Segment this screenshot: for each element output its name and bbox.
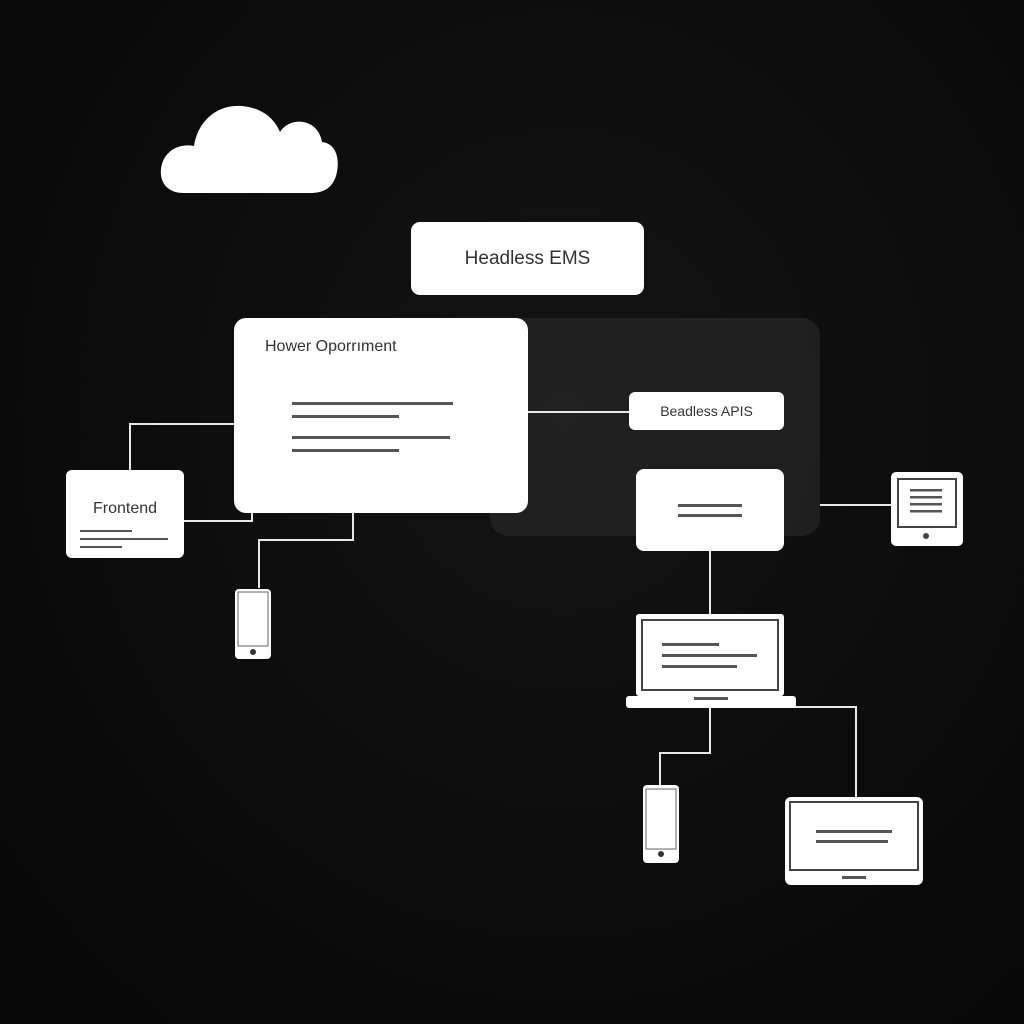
laptop-icon[interactable]: [626, 613, 796, 709]
main-card-title: Hower Oporrıment: [265, 338, 397, 355]
text-line: [80, 546, 122, 548]
connector-main-phone: [258, 513, 354, 588]
headless-apis-label: Beadless APIS: [660, 403, 753, 419]
text-line: [80, 530, 132, 532]
connector-frontend-main: [129, 423, 236, 470]
tablet-icon[interactable]: [890, 471, 964, 547]
frontend-label: Frontend: [92, 500, 158, 517]
text-line: [292, 436, 450, 439]
text-line: [292, 449, 399, 452]
main-card[interactable]: Hower Oporrıment: [234, 318, 528, 513]
connector-laptop-monitor: [780, 706, 857, 797]
frontend-box[interactable]: Frontend: [66, 470, 184, 558]
text-line: [678, 504, 742, 507]
cloud-icon: [160, 105, 338, 193]
smartphone-icon[interactable]: [234, 588, 272, 660]
text-line: [292, 402, 453, 405]
text-line: [292, 415, 399, 418]
monitor-icon[interactable]: [784, 796, 924, 886]
headless-cms-box[interactable]: Headless EMS: [411, 222, 644, 295]
connector-laptop-phone: [659, 707, 711, 786]
text-line: [678, 514, 742, 517]
text-line: [80, 538, 168, 540]
smartphone-icon[interactable]: [642, 784, 680, 864]
connector-frontend-main-low: [184, 512, 253, 522]
content-card[interactable]: [636, 469, 784, 551]
headless-apis-box[interactable]: Beadless APIS: [629, 392, 784, 430]
headless-cms-label: Headless EMS: [464, 248, 591, 269]
